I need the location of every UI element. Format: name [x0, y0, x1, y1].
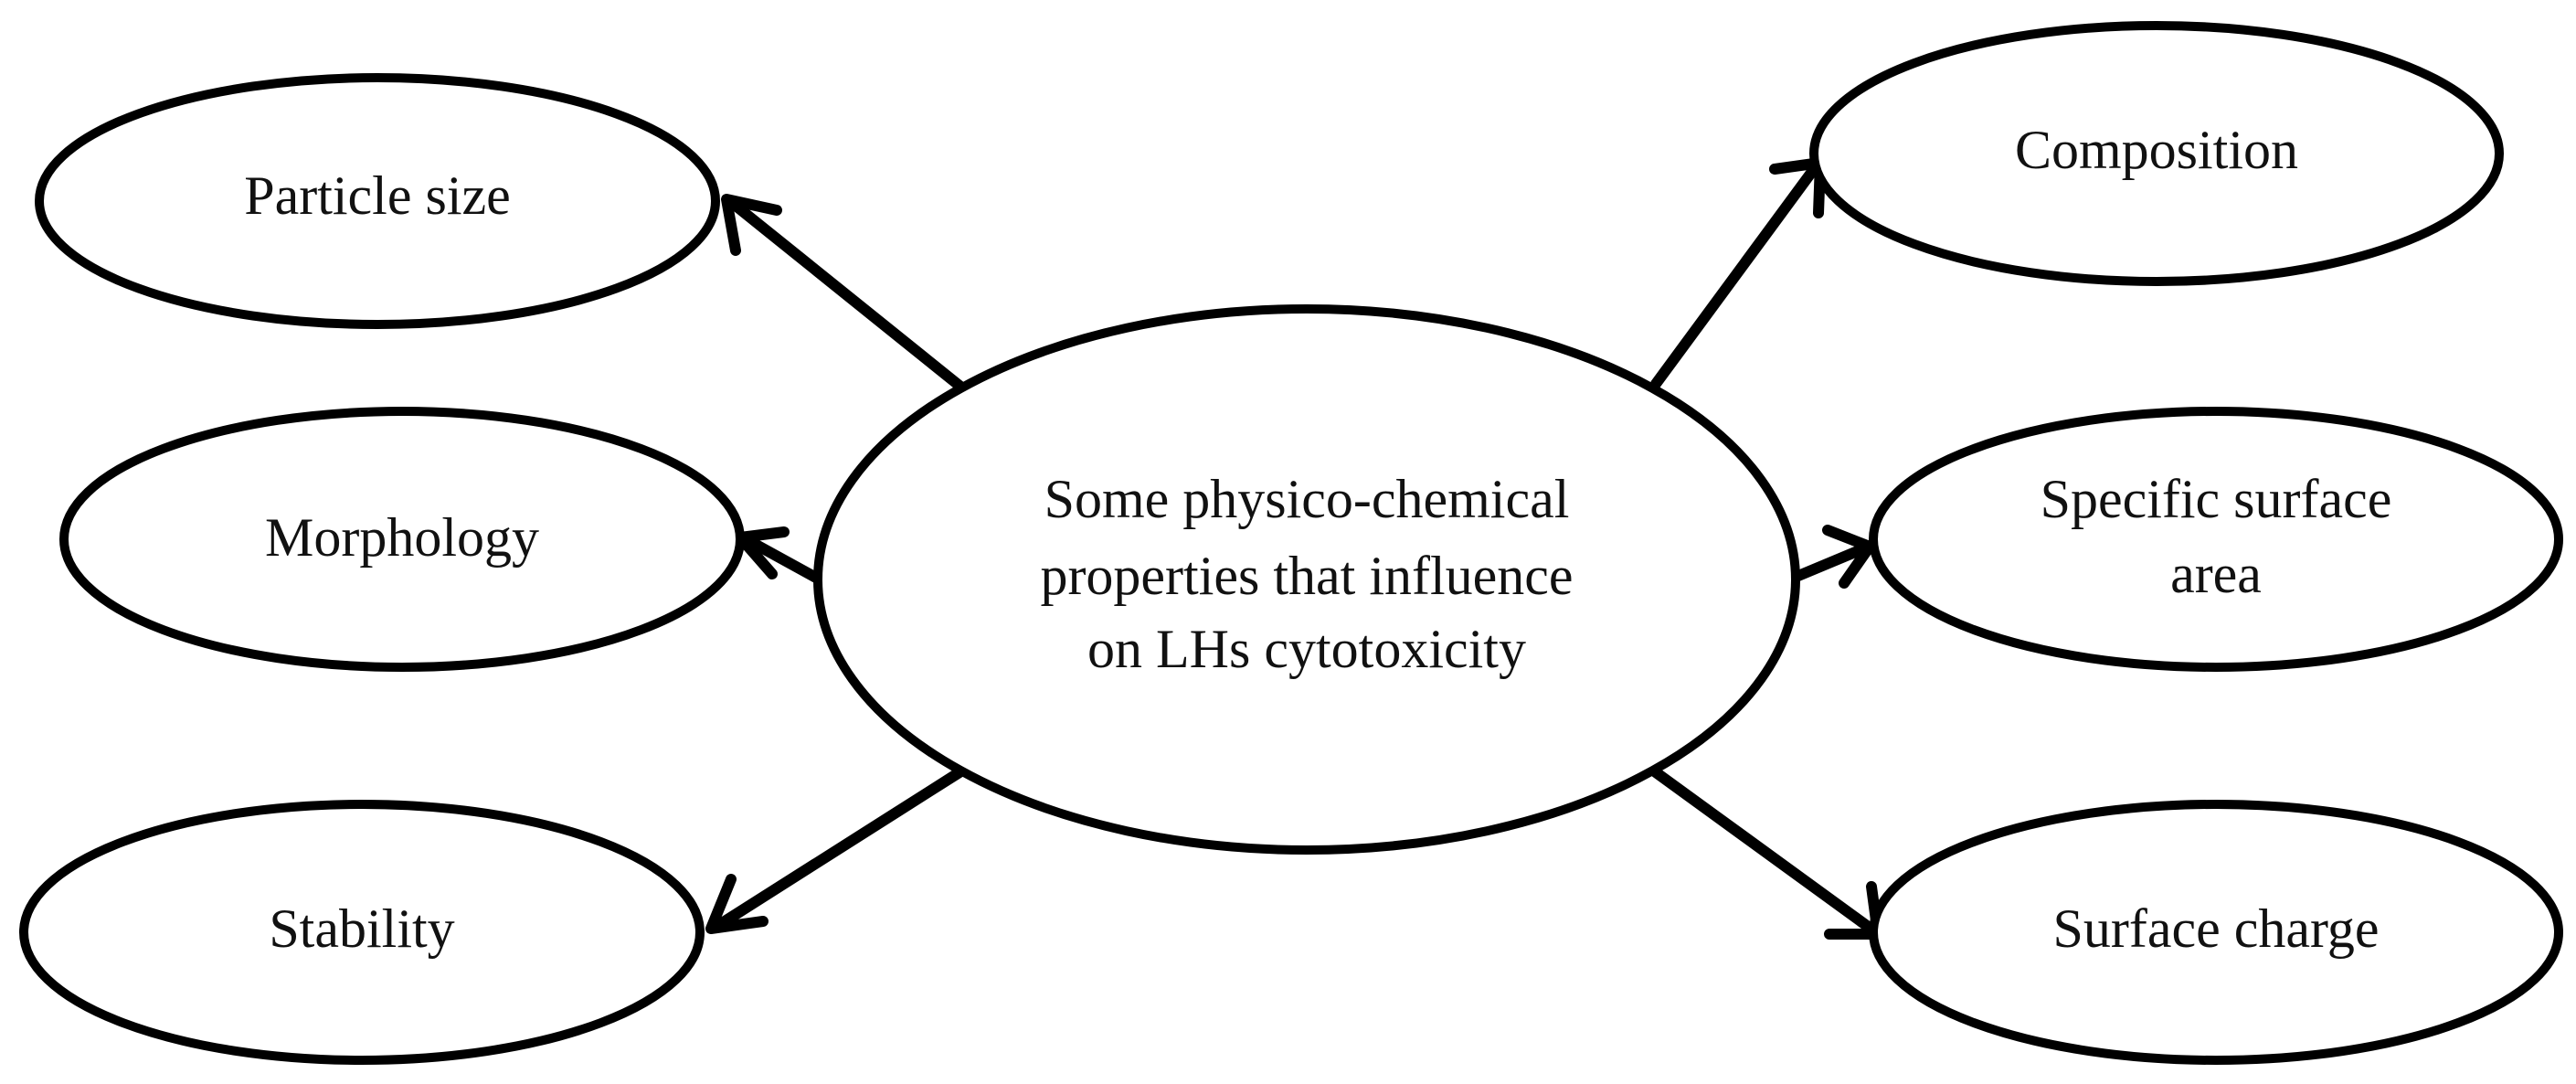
center-node-line-2: properties that influence [1040, 546, 1573, 606]
arrow-to-composition [1650, 157, 1826, 389]
node-stability: Stability [19, 800, 705, 1065]
node-particle-size-label: Particle size [244, 165, 511, 226]
node-surface-charge: Surface charge [1869, 800, 2563, 1065]
center-node: Some physico-chemical properties that in… [813, 304, 1800, 855]
node-surface-charge-label: Surface charge [2052, 898, 2379, 959]
node-specific-surface-area-line-2: area [2170, 544, 2262, 604]
node-specific-surface-area-line-1: Specific surface [2041, 469, 2392, 529]
arrow-to-specific-surface-area [1793, 525, 1875, 589]
edges [705, 157, 1883, 940]
node-stability-label: Stability [269, 898, 454, 959]
node-particle-size: Particle size [35, 73, 720, 329]
arrow-to-morphology [735, 526, 822, 583]
node-specific-surface-area: Specific surface area [1869, 407, 2563, 672]
center-node-line-3: on LHs cytotoxicity [1087, 619, 1526, 679]
node-morphology: Morphology [59, 407, 745, 672]
node-morphology-label: Morphology [265, 507, 539, 568]
node-composition-label: Composition [2015, 120, 2298, 180]
center-node-line-1: Some physico-chemical [1044, 469, 1570, 529]
arrow-to-surface-charge [1650, 767, 1883, 940]
arrow-to-particle-size [721, 194, 965, 391]
arrow-to-stability [705, 767, 965, 934]
node-composition: Composition [1809, 21, 2504, 286]
